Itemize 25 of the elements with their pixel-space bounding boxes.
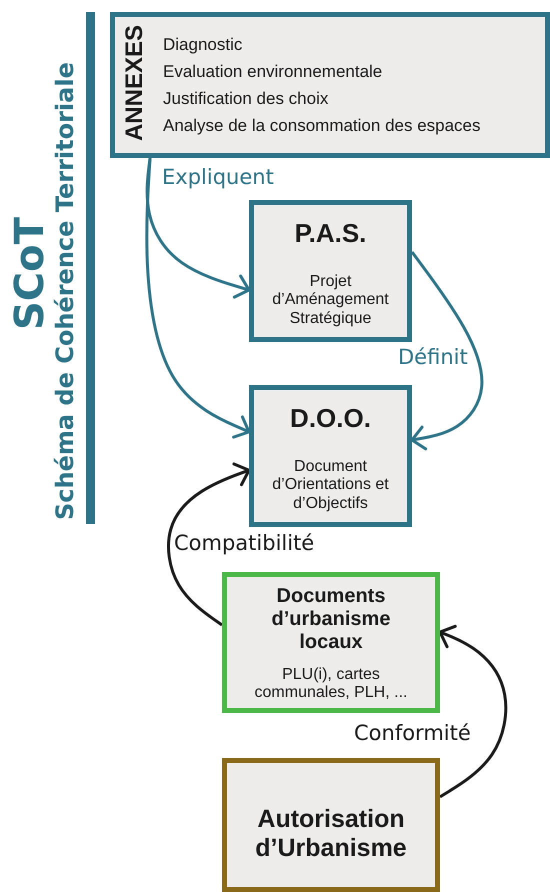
process-box <box>222 758 440 892</box>
arrow <box>167 462 250 626</box>
edge-label: Compatibilité <box>172 532 316 556</box>
box-heading: Documents d’urbanisme locaux <box>270 585 392 654</box>
list-item: Analyse de la consommation des espaces <box>163 115 481 137</box>
title: SCoT <box>10 216 50 330</box>
box-heading: D.O.O. <box>289 404 372 434</box>
arrow <box>438 624 508 798</box>
box-heading: ANNEXES <box>123 25 147 142</box>
list-item: Diagnostic <box>163 34 242 56</box>
process-box <box>110 12 550 158</box>
subtitle: Schéma de Cohérence Territoriale <box>52 61 78 520</box>
box-description: PLU(i), cartes communales, PLH, ... <box>254 666 408 703</box>
box-description: Document d’Orientations et d’Objectifs <box>271 458 390 514</box>
list-item: Justification des choix <box>163 88 328 110</box>
arrow <box>410 251 484 450</box>
arrow <box>146 158 250 299</box>
process-box <box>222 572 440 713</box>
box-heading: P.A.S. <box>294 219 368 249</box>
box-heading: Autorisation d’Urbanisme <box>254 805 408 862</box>
list-item: Evaluation environnementale <box>163 61 382 83</box>
box-description: Projet d’Aménagement Stratégique <box>271 272 390 328</box>
arrow <box>145 158 250 439</box>
process-box <box>249 385 412 527</box>
process-box <box>249 200 412 342</box>
